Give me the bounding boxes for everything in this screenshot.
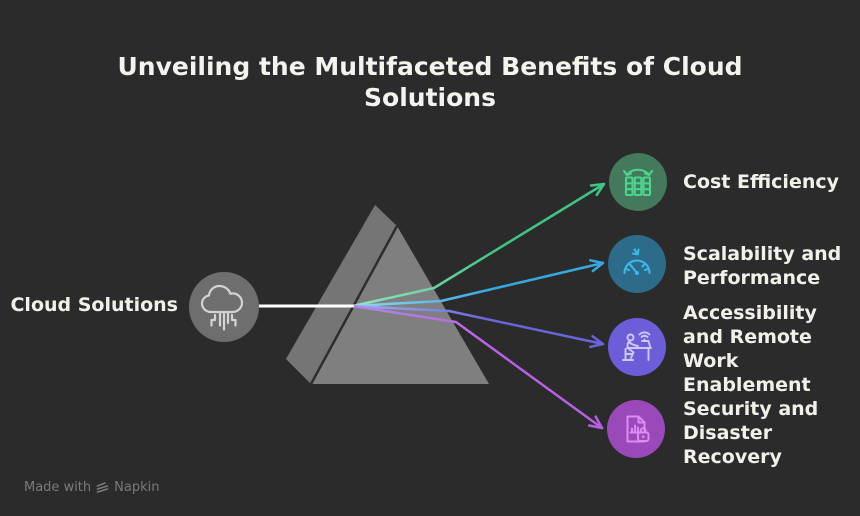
diagram-title: Unveiling the Multifaceted Benefits of C… — [0, 51, 860, 113]
benefit-circle-bg — [609, 153, 667, 211]
napkin-logo-icon — [96, 482, 109, 493]
benefit-label-line: Security and — [683, 398, 819, 420]
benefit-icon-scalability — [608, 235, 666, 293]
cloud-circuit-icon — [200, 284, 244, 331]
growth-columns-icon — [622, 168, 654, 197]
benefit-label-accessibility: Accessibility and Remote Work Enablement — [683, 301, 817, 397]
document-lock-icon — [626, 415, 650, 443]
napkin-brand-text: Napkin — [114, 480, 160, 495]
arrowhead-security — [587, 415, 604, 430]
benefit-circle-bg — [608, 318, 666, 376]
benefit-label-line: Cost Efficiency — [683, 171, 840, 193]
benefit-label-line: and Remote — [683, 326, 812, 348]
diagram-title-line: Unveiling the Multifaceted Benefits of C… — [117, 52, 743, 81]
benefit-icon-cost-efficiency — [609, 153, 667, 211]
made-with-napkin: Made with Napkin — [24, 480, 159, 495]
benefit-label-line: Work — [683, 350, 739, 372]
prism-left-facet — [286, 205, 397, 384]
benefit-label-cost-efficiency: Cost Efficiency — [683, 170, 839, 194]
benefit-label-line: Performance — [683, 267, 821, 289]
benefit-label-scalability: Scalability and Performance — [683, 242, 841, 290]
arrowhead-accessibility — [589, 334, 605, 349]
prism-main-face — [311, 226, 489, 384]
benefit-circle-bg — [608, 235, 666, 293]
benefit-icon-accessibility — [608, 318, 666, 376]
ray-cost-efficiency — [351, 182, 606, 308]
arrowhead-cost-efficiency — [589, 182, 606, 197]
benefit-label-line: Enablement — [683, 374, 811, 396]
benefit-label-line: Accessibility — [683, 302, 817, 324]
cloud-solutions-label: Cloud Solutions — [10, 294, 178, 316]
benefit-icon-security — [607, 400, 665, 458]
remote-work-icon — [622, 331, 652, 361]
cloud-solutions-icon — [189, 272, 259, 342]
benefit-label-line: Disaster — [683, 422, 773, 444]
ray-security — [351, 304, 604, 430]
diagram-title-line: Solutions — [364, 83, 496, 112]
ray-scalability — [351, 261, 605, 308]
prism-shape — [286, 205, 489, 385]
gauge-icon — [623, 248, 651, 275]
arrowhead-scalability — [589, 259, 605, 273]
ray-accessibility — [351, 304, 605, 346]
made-with-text: Made with — [24, 480, 92, 495]
benefit-label-line: Scalability and — [683, 243, 842, 265]
benefit-label-line: Recovery — [683, 446, 782, 468]
benefit-label-security: Security and Disaster Recovery — [683, 397, 818, 469]
cloud-circle-bg — [189, 272, 259, 342]
